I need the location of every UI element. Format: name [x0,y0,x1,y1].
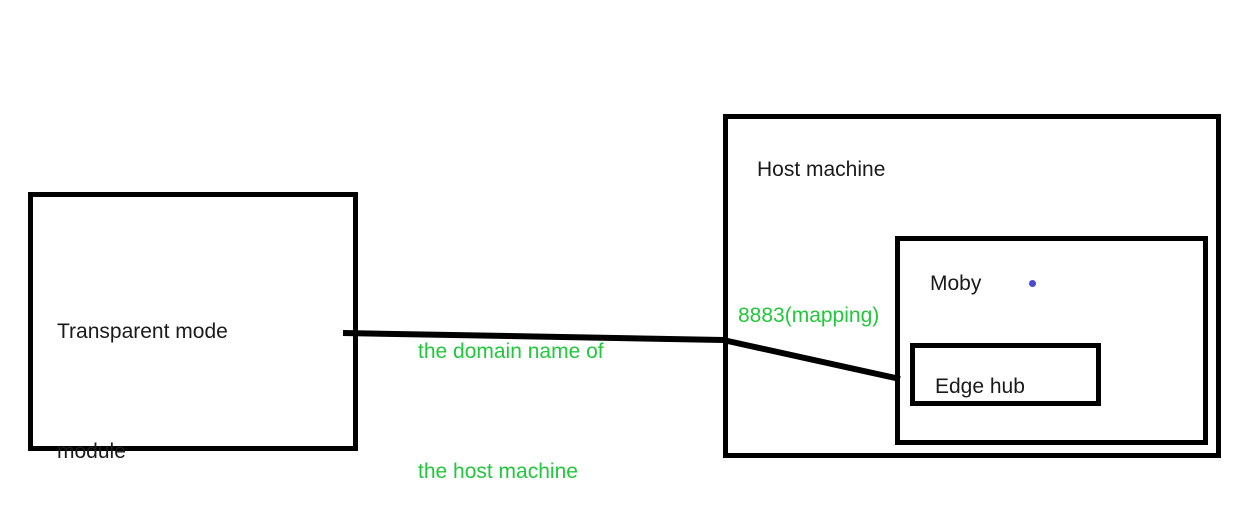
transparent-mode-module-label: Transparent mode module [57,232,228,532]
moby-box [895,236,1208,445]
transparent-mode-module-label-line2: module [57,440,126,463]
host-machine-label: Host machine [757,158,886,181]
transparent-mode-module-box [28,192,358,451]
moby-dot-marker [1029,280,1036,287]
domain-name-edge-label: the domain name of the host machine [418,252,604,532]
domain-name-edge-label-line1: the domain name of [418,340,604,363]
edge-hub-box [910,343,1101,406]
domain-name-edge-label-line2: the host machine [418,460,578,483]
host-machine-box [723,114,1221,458]
moby-label: Moby [930,272,982,295]
edge-hub-label: Edge hub [935,375,1025,398]
transparent-mode-module-label-line1: Transparent mode [57,320,228,343]
port-mapping-edge-label: 8883(mapping) [738,304,880,327]
